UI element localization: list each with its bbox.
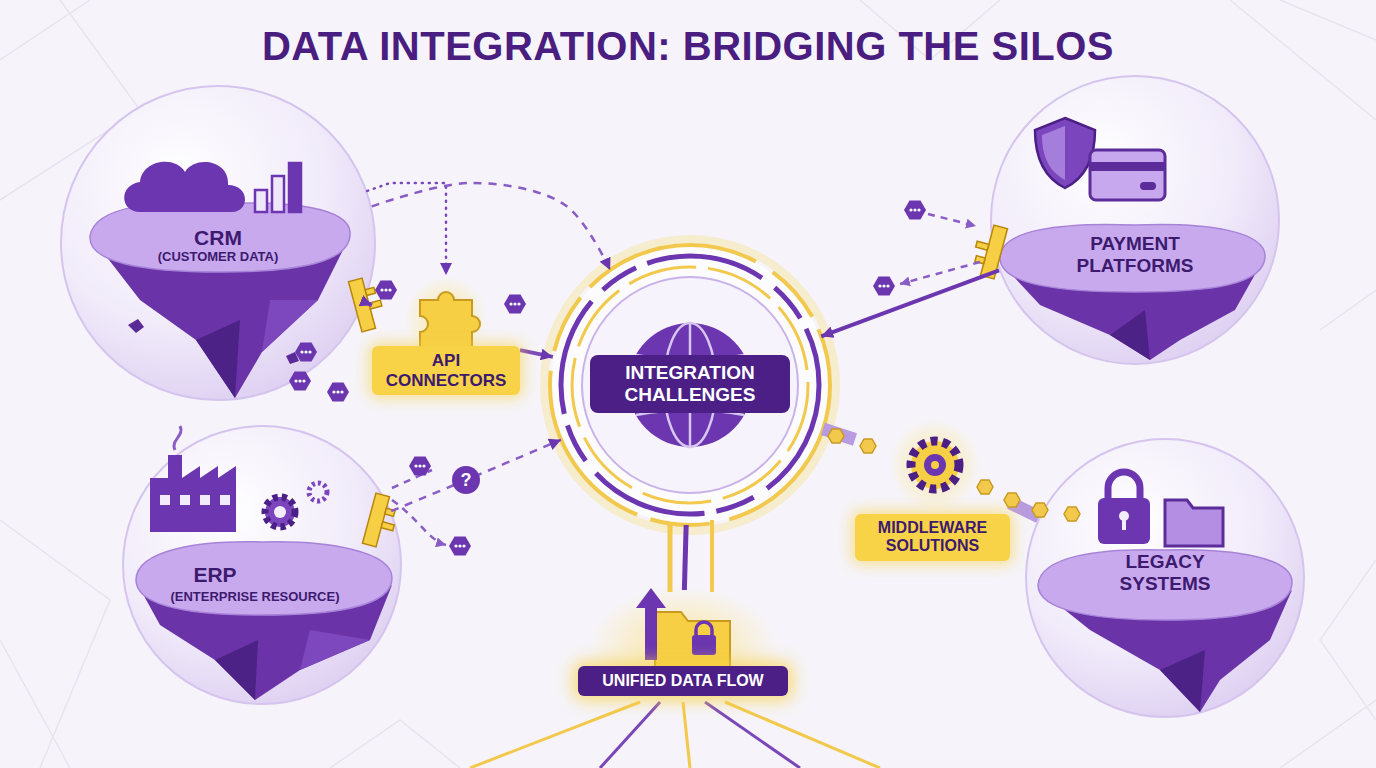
unified-icon [636,588,666,660]
node-subtitle: (CUSTOMER DATA) [118,250,318,265]
payment-island [1042,126,1065,180]
legacy-island [1165,500,1223,546]
gear-icon [931,461,939,469]
erp-island [174,426,181,450]
node-subtitle: (ENTERPRISE RESOURCE) [140,590,370,605]
crm-island [255,190,267,212]
unified-icon [696,622,712,636]
data-flow-lines [668,522,673,592]
gear-icon [889,419,981,511]
crm-island [272,176,284,212]
flow-connector [391,440,561,511]
pipe-beads [828,429,844,443]
payment-island [1140,182,1156,190]
crm-island [289,163,301,212]
data-packets [375,281,397,300]
side-arrows [928,214,976,226]
side-arrows [392,500,446,545]
data-packets [289,201,926,556]
gear-icon [924,454,946,476]
payment-island [1090,162,1165,171]
node-title: MIDDLEWARE SOLUTIONS [855,514,1010,561]
unified-icon [655,612,730,669]
node-title: API CONNECTORS [372,346,520,395]
payment-island [1090,150,1165,200]
crm-island [90,203,350,272]
hub-rings [582,277,798,493]
data-flow-lines [705,702,800,768]
erp-island [160,495,170,505]
hub-outline [551,246,829,524]
unified-icon [692,635,716,655]
pipe-beads [1064,507,1080,521]
bubble-outline [1026,439,1304,717]
flow-connector [520,350,553,357]
node-title: LEGACY SYSTEMS [1095,551,1235,595]
data-packets [904,201,926,220]
hub-rings [544,239,836,531]
node-title: ERP [155,563,275,587]
pipe-beads [1032,503,1048,517]
erp-island [265,497,295,527]
erp-island [180,495,190,505]
gear-icon [889,419,981,511]
pipe-beads [977,480,993,494]
data-packets [504,295,526,314]
data-packets [409,457,431,476]
connectors [365,183,1040,590]
legacy-island [1038,550,1292,620]
data-flow-lines [600,702,660,768]
erp-island [200,495,210,505]
hub-rings [544,239,836,531]
data-flow-lines [710,520,714,592]
node-title: UNIFIED DATA FLOW [578,666,788,696]
gear-icon [911,441,959,489]
flow-connector [821,270,999,336]
bubble-outline [61,86,375,400]
flow-connector [684,525,686,590]
diagram-title: DATA INTEGRATION: BRIDGING THE SILOS [0,26,1376,66]
pipe-beads [860,439,876,453]
erp-island [220,495,230,505]
flow-connector [372,183,610,270]
data-flow-lines [470,520,880,768]
data-flow-lines [470,702,640,768]
data-flow-lines [725,702,880,768]
node-title: CRM [138,226,298,250]
legacy-island [1098,498,1150,544]
flow-connector [367,183,446,275]
puzzle-icon [420,292,480,348]
erp-island [274,506,286,518]
erp-island [136,542,392,615]
pipe-beads [1004,493,1020,507]
data-packets [873,277,895,296]
node-title: PAYMENT PLATFORMS [1060,233,1210,277]
bubble-outline [991,76,1279,364]
flow-connector [365,302,372,305]
data-packets [449,537,471,556]
question-badge: ? [452,466,480,494]
erp-island [160,495,230,505]
legacy-island [1122,518,1126,530]
node-title: INTEGRATION CHALLENGES [590,355,790,413]
data-packets [327,383,349,402]
bubble-outline [123,426,401,704]
payment-island [1000,224,1265,292]
data-flow-lines [683,702,690,768]
hub-rings [550,245,830,525]
